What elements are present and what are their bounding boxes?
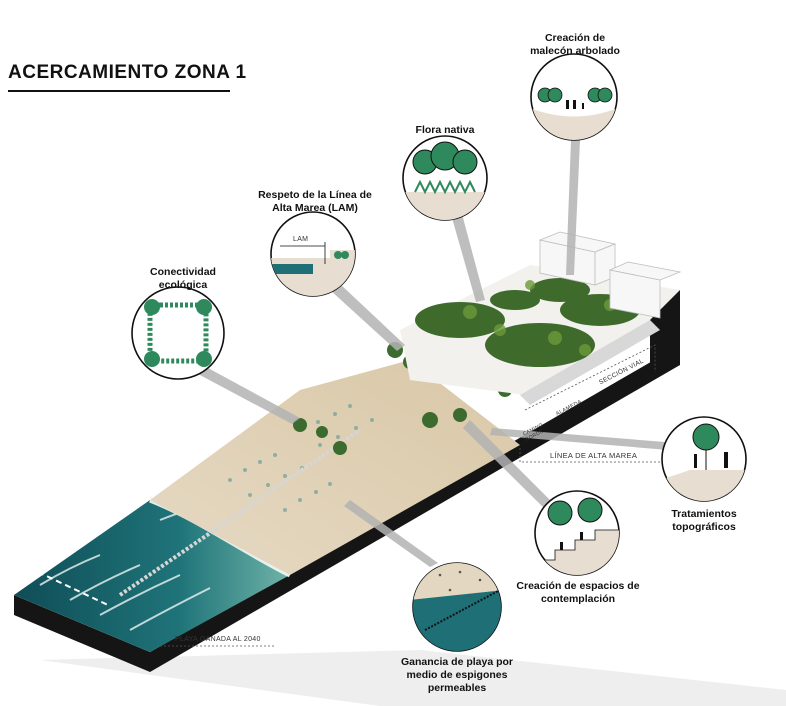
label-ganancia-line3: permeables xyxy=(397,682,517,695)
label-conectividad-line1: Conectividad xyxy=(128,266,238,279)
label-topograficos-line1: Tratamientos xyxy=(654,508,754,521)
label-topograficos-line2: topográficos xyxy=(654,521,754,534)
label-ganancia: Ganancia de playa por medio de espigones… xyxy=(397,656,517,695)
label-malecon-line1: Creación de xyxy=(520,32,630,45)
label-flora-line1: Flora nativa xyxy=(400,124,490,137)
annotation-playa-ganada: PLAYA GANADA AL 2040 xyxy=(175,636,261,643)
label-topograficos: Tratamientos topográficos xyxy=(654,508,754,534)
label-contemplacion-line2: contemplación xyxy=(508,593,648,606)
label-conectividad: Conectividad ecológica xyxy=(128,266,238,292)
label-contemplacion: Creación de espacios de contemplación xyxy=(508,580,648,606)
label-conectividad-line2: ecológica xyxy=(128,279,238,292)
label-malecon-line2: malecón arbolado xyxy=(520,45,630,58)
label-lam-line2: Alta Marea (LAM) xyxy=(250,202,380,215)
label-flora: Flora nativa xyxy=(400,124,490,137)
label-lam-line1: Respeto de la Línea de xyxy=(250,189,380,202)
label-ganancia-line2: medio de espigones xyxy=(397,669,517,682)
annotation-linea-alta-marea: LÍNEA DE ALTA MAREA xyxy=(550,451,637,460)
label-malecon: Creación de malecón arbolado xyxy=(520,32,630,58)
label-contemplacion-line1: Creación de espacios de xyxy=(508,580,648,593)
ganancia-icon xyxy=(410,560,505,655)
label-lam: Respeto de la Línea de Alta Marea (LAM) xyxy=(250,189,380,215)
label-ganancia-line1: Ganancia de playa por xyxy=(397,656,517,669)
lam-inner-label: LAM xyxy=(293,236,308,243)
